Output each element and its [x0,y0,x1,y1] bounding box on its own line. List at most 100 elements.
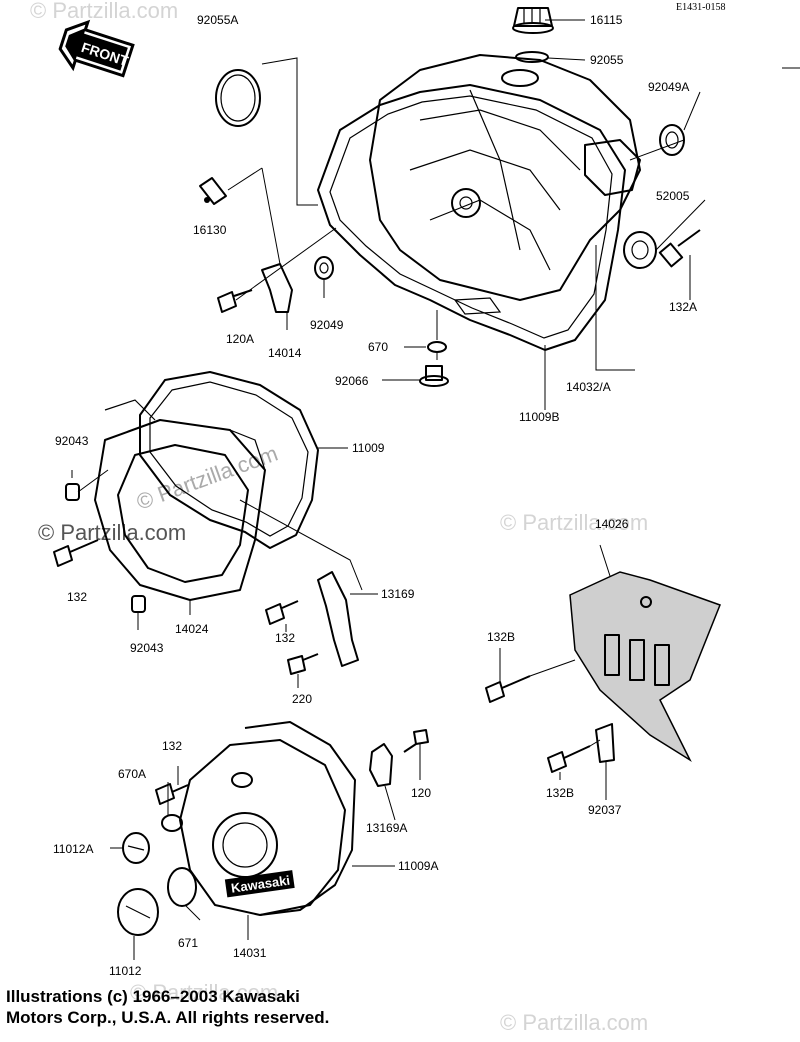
leader-lines [71,19,706,960]
bolt-132-bottom [155,783,189,805]
cover-boss [451,188,481,218]
filler-cap-16115 [512,7,554,34]
label-120A: 120A [226,332,254,346]
bracket-13169A [369,743,393,787]
label-13169: 13169 [381,587,415,601]
label-132B-lower: 132B [546,786,574,800]
label-220: 220 [292,692,312,706]
generator-cover-14031: Kawasaki [179,721,356,916]
bolt-132B-upper [485,675,531,703]
crankcase-cover-body [369,54,641,301]
watermark-left: © Partzilla.com [38,520,186,545]
label-16115: 16115 [590,13,623,27]
o-ring-92055 [515,51,549,63]
cover-boss-hole [459,196,473,210]
label-92043-lower: 92043 [130,641,164,655]
cover-vent-3 [654,644,670,686]
front-arrow: FRONT [58,19,135,78]
o-ring-670 [427,341,447,353]
watermark-bottom: © Partzilla.com [130,980,278,1005]
pin-16130 [199,177,227,205]
part-labels: 16115 92055 92049A 52005 132A 14032/A 11… [53,13,697,978]
watermark-right: © Partzilla.com [500,510,648,535]
crankcase-cover-assembly [317,54,641,351]
bolt-132-left [53,539,99,567]
o-ring-92055A [215,69,261,127]
cover-window [453,297,502,315]
label-16130: 16130 [193,223,227,237]
gasket-11009-inner [149,381,309,537]
plug-11012A [122,832,150,864]
label-14024: 14024 [175,622,209,636]
label-11012: 11012 [109,964,142,978]
gasket-inner-edge [329,95,613,339]
label-92049A: 92049A [648,80,689,94]
plug-92066 [419,365,449,387]
bolt-120 [403,729,429,753]
label-670A: 670A [118,767,146,781]
bolt-132A [658,229,701,268]
dowel-92043-upper [65,483,80,501]
label-92055: 92055 [590,53,624,67]
plate-13169 [317,571,359,667]
seal-52005 [623,231,657,269]
diagram-code: E1431-0158 [676,2,725,13]
label-92049: 92049 [310,318,344,332]
watermark-bottom-right: © Partzilla.com [500,1010,648,1035]
clutch-cover-14024 [94,419,266,601]
label-52005: 52005 [656,189,690,203]
copyright-notice: Illustrations (c) 1966–2003 Kawasaki Mot… [6,986,426,1028]
clutch-cover-lugs [104,399,266,471]
cover-vent-2 [629,639,645,681]
label-670: 670 [368,340,388,354]
watermark-top-left: © Partzilla.com [30,0,178,23]
label-14031: 14031 [233,946,267,960]
cover-gear-housing [584,139,641,196]
cover-ribs [409,89,581,271]
bolt-132B-lower [547,745,591,773]
label-132-left: 132 [67,590,87,604]
label-132-bottom: 132 [162,739,182,753]
label-120: 120 [411,786,431,800]
label-671: 671 [178,936,198,950]
cover-filler-opening [501,69,539,87]
sprocket-cover-14026 [569,571,721,763]
clutch-cover-inner-ring [117,444,249,583]
o-ring-671 [167,867,197,907]
gasket-14032 [317,84,626,351]
dowel-92043-lower [131,595,146,613]
copyright-line-1: Illustrations (c) 1966–2003 Kawasaki [6,987,300,1006]
label-132B-upper: 132B [487,630,515,644]
cover-inspection-boss [231,772,253,788]
label-92037: 92037 [588,803,622,817]
clamp-92037 [595,723,615,763]
label-92055A: 92055A [197,13,238,27]
label-11009: 11009 [352,441,385,455]
oil-seal-92049A [659,124,685,156]
bolt-120A [217,289,253,313]
label-11009A: 11009A [398,859,438,873]
oil-seal-92049 [314,256,334,280]
label-14032A: 14032/A [566,380,611,394]
label-14026: 14026 [595,517,629,531]
brand-plate: Kawasaki [224,870,295,898]
label-92043-upper: 92043 [55,434,89,448]
label-14014: 14014 [268,346,302,360]
plug-11012 [117,888,159,936]
label-11012A: 11012A [53,842,93,856]
label-11009B: 11009B [519,410,559,424]
copyright-line-2: Motors Corp., U.S.A. All rights reserved… [6,1008,330,1027]
o-ring-670A [161,814,183,832]
label-92066: 92066 [335,374,369,388]
cover-hub-inner [222,822,268,868]
label-132A: 132A [669,300,697,314]
gasket-11009 [139,371,319,549]
cover-hole [640,596,652,608]
screw-220 [287,653,319,675]
label-132-mid: 132 [275,631,295,645]
cover-vent-1 [604,634,620,676]
bolt-132-mid [265,600,299,625]
bracket-14014 [261,263,293,313]
clutch-cover-assembly [94,371,319,601]
